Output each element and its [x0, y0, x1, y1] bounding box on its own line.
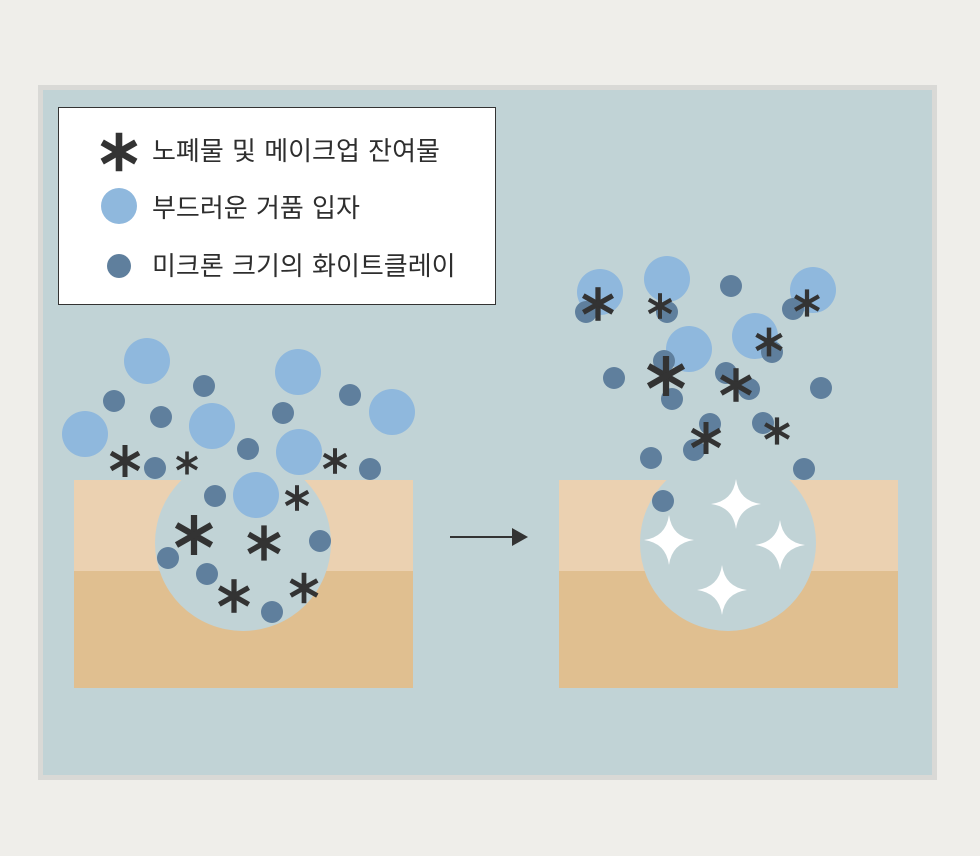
after-pore-illustration — [559, 256, 898, 688]
legend-item-clay: 미크론 크기의 화이트클레이 — [107, 252, 456, 282]
arrow-right-icon — [450, 528, 528, 546]
foam-bubble-icon — [101, 188, 137, 224]
asterisk-icon — [100, 132, 138, 172]
legend-label-clay: 미크론 크기의 화이트클레이 — [152, 252, 456, 282]
pore — [640, 455, 816, 631]
clay-particles-left — [103, 375, 381, 623]
pore — [155, 455, 331, 631]
legend-item-foam: 부드러운 거품 입자 — [101, 188, 360, 224]
legend-label-residue: 노폐물 및 메이크업 잔여물 — [152, 137, 440, 167]
foam-bubbles-left — [62, 338, 415, 518]
legend: 노폐물 및 메이크업 잔여물 부드러운 거품 입자 미크론 크기의 화이트클레이 — [58, 107, 496, 305]
white-clay-particle-icon — [107, 254, 131, 278]
legend-item-residue: 노폐물 및 메이크업 잔여물 — [100, 132, 440, 172]
legend-label-foam: 부드러운 거품 입자 — [152, 194, 360, 224]
before-pore-illustration — [62, 338, 415, 688]
